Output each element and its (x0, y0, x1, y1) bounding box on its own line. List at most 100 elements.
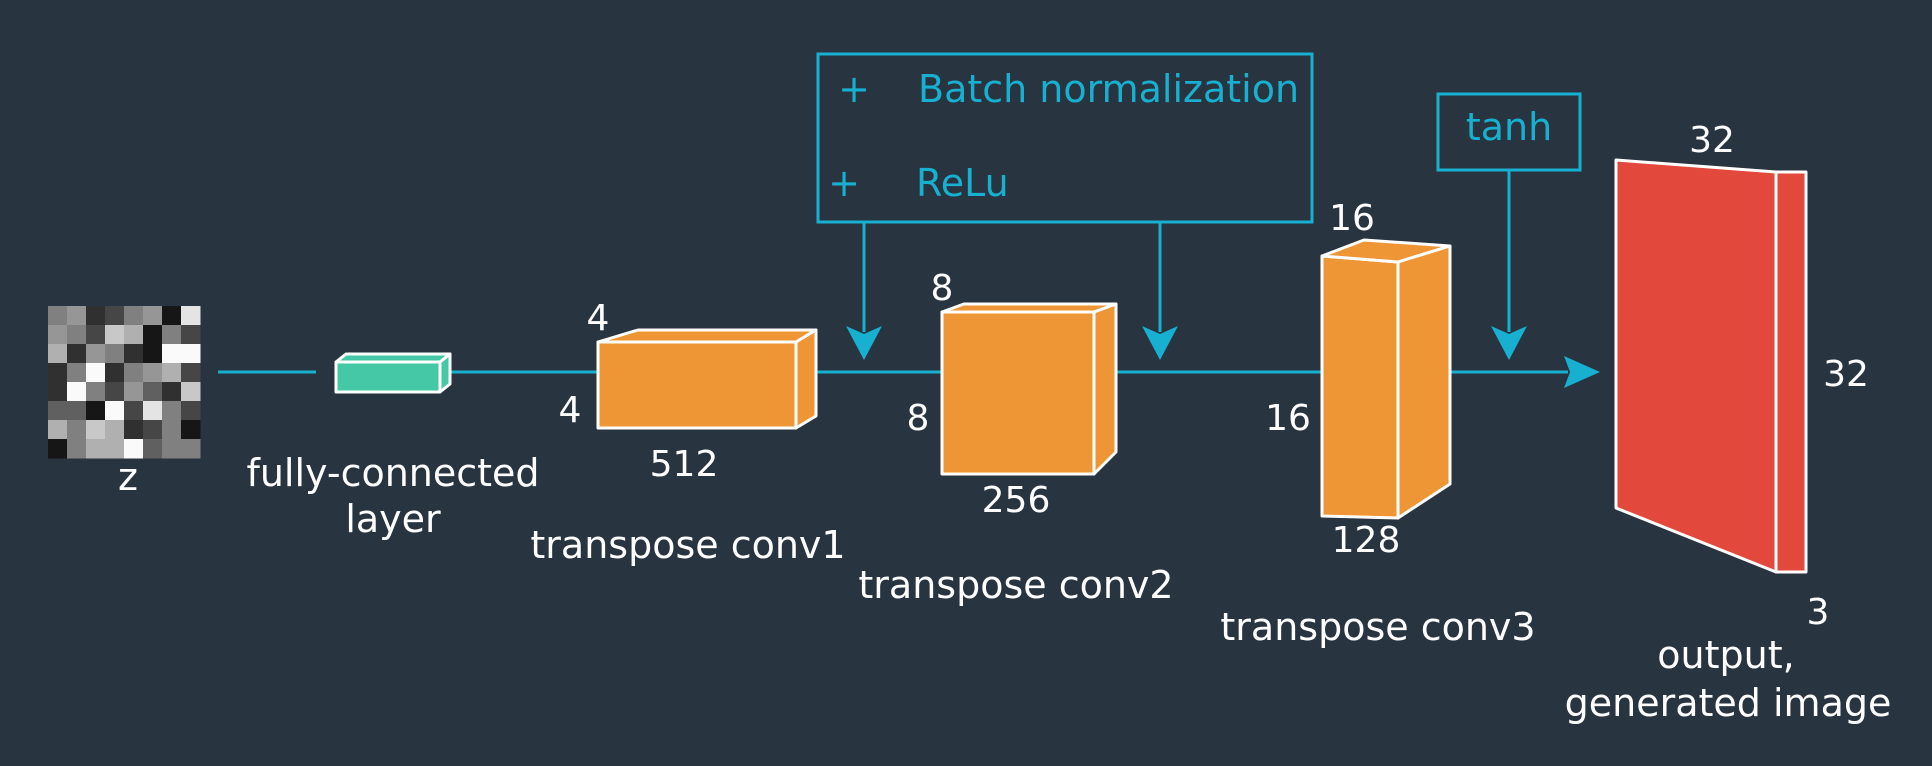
output-label-line1: output, (1657, 633, 1794, 677)
noise-pixel (124, 439, 144, 459)
noise-pixel (67, 306, 87, 326)
conv3-height-label: 16 (1329, 198, 1375, 239)
noise-pixel (48, 439, 68, 459)
noise-pixel (67, 439, 87, 459)
noise-pixel (105, 344, 125, 364)
noise-pixel (143, 401, 163, 421)
noise-pixel (105, 363, 125, 383)
noise-pixel (162, 420, 182, 440)
output-depth-label: 3 (1807, 592, 1830, 633)
noise-pixel (162, 344, 182, 364)
noise-pixel (67, 420, 87, 440)
batchnorm-plus: + (838, 67, 870, 111)
noise-pixel (143, 325, 163, 345)
noise-pixel (105, 306, 125, 326)
tanh-box: tanh (1436, 92, 1582, 172)
noise-pixel (86, 439, 106, 459)
batchnorm-label: Batch normalization (918, 67, 1299, 111)
bn-arrowhead-conv2 (1142, 326, 1178, 360)
noise-pixel (86, 401, 106, 421)
noise-pixel (143, 420, 163, 440)
bn-arrowhead-conv1 (846, 326, 882, 360)
output-label-line2: generated image (1565, 681, 1892, 725)
noise-pixel (124, 344, 144, 364)
noise-pixel (105, 420, 125, 440)
noise-pixel (48, 306, 68, 326)
noise-pixel (143, 363, 163, 383)
output-height-label: 32 (1823, 354, 1869, 395)
tanh-arrowhead (1491, 326, 1527, 360)
noise-pixel (162, 439, 182, 459)
noise-pixel (67, 382, 87, 402)
noise-pixel (105, 325, 125, 345)
noise-pixel (48, 325, 68, 345)
noise-pixel (48, 344, 68, 364)
fc-label-line1: fully-connected (246, 451, 539, 495)
conv2-depth-label: 256 (982, 480, 1051, 521)
transpose-conv3-block (1320, 238, 1452, 520)
noise-pixel (181, 420, 201, 440)
noise-pixel (181, 344, 201, 364)
conv2-label: transpose conv2 (858, 563, 1173, 607)
noise-pixel (162, 382, 182, 402)
conv3-depth-label: 128 (1332, 520, 1401, 561)
noise-pixel (86, 420, 106, 440)
noise-pixel (143, 306, 163, 326)
noise-pixel (181, 382, 201, 402)
noise-pixel (162, 306, 182, 326)
noise-pixel (124, 382, 144, 402)
noise-pixel (105, 439, 125, 459)
noise-pixel (124, 325, 144, 345)
noise-pixel (181, 401, 201, 421)
input-label-z: z (118, 455, 138, 499)
conv1-width-label: 4 (559, 390, 582, 431)
noise-pixel (124, 420, 144, 440)
conv3-label: transpose conv3 (1220, 605, 1535, 649)
noise-pixel (48, 420, 68, 440)
noise-pixel (105, 382, 125, 402)
output-arrowhead (1564, 356, 1600, 388)
noise-pixel (67, 344, 87, 364)
noise-pixel (67, 363, 87, 383)
noise-pixel (143, 439, 163, 459)
noise-pixel (124, 363, 144, 383)
conv2-width-label: 8 (907, 398, 930, 439)
relu-plus: + (828, 161, 860, 205)
noise-pixel (86, 363, 106, 383)
noise-pixel (143, 344, 163, 364)
noise-pixel (124, 401, 144, 421)
noise-pixel (48, 401, 68, 421)
noise-pixel (86, 325, 106, 345)
noise-pixel (162, 363, 182, 383)
transpose-conv2-block (940, 302, 1118, 476)
relu-label: ReLu (916, 161, 1009, 205)
noise-pixel (67, 401, 87, 421)
noise-pixel (86, 306, 106, 326)
noise-pixel (162, 325, 182, 345)
noise-pixel (181, 439, 201, 459)
noise-pixel (48, 382, 68, 402)
noise-input-z-image (48, 306, 201, 459)
noise-pixel (162, 401, 182, 421)
noise-pixel (124, 306, 144, 326)
noise-pixel (143, 382, 163, 402)
noise-pixel (105, 401, 125, 421)
conv1-depth-label: 512 (650, 444, 719, 485)
output-width-label: 32 (1689, 120, 1735, 161)
noise-pixel (181, 363, 201, 383)
conv3-width-label: 16 (1265, 398, 1311, 439)
noise-pixel (67, 325, 87, 345)
fully-connected-layer-block (334, 352, 452, 394)
tanh-label: tanh (1466, 105, 1552, 149)
conv1-height-label: 4 (587, 298, 610, 339)
fc-label-line2: layer (345, 497, 441, 541)
noise-pixel (181, 325, 201, 345)
output-image-block (1614, 158, 1808, 574)
conv2-height-label: 8 (931, 268, 954, 309)
transpose-conv1-block (596, 328, 818, 430)
noise-pixel (86, 382, 106, 402)
conv1-label: transpose conv1 (530, 523, 845, 567)
noise-pixel (86, 344, 106, 364)
noise-pixel (181, 306, 201, 326)
